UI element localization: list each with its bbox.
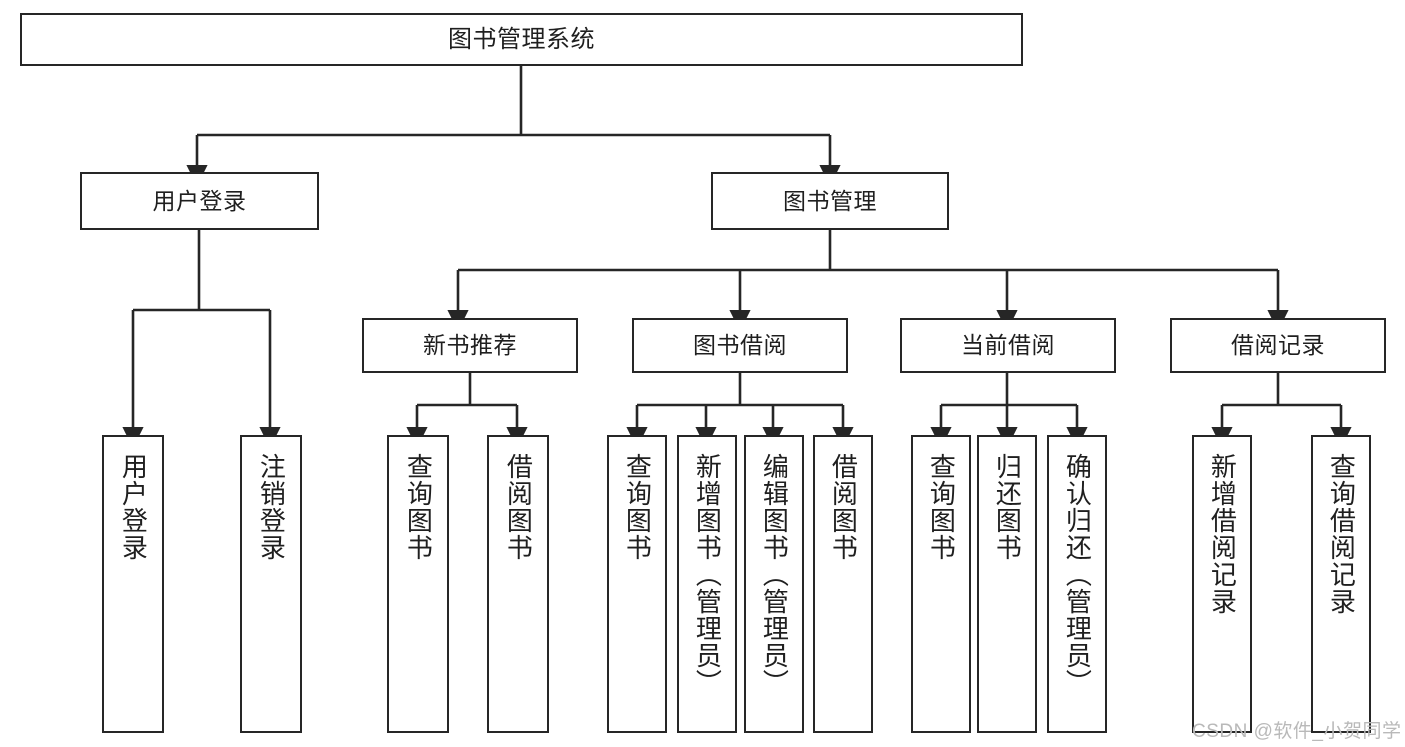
leaf-current-borrow-return[interactable]: 归还图书 [977,435,1037,733]
leaf-user-login-login[interactable]: 用户登录 [102,435,164,733]
node-label: 新书推荐 [423,332,517,359]
leaf-borrow-record-add[interactable]: 新增借阅记录 [1192,435,1252,733]
node-label: 图书管理 [783,187,877,214]
node-label: 确认归还（管理员） [1062,453,1093,696]
node-book-management[interactable]: 图书管理 [711,172,949,230]
leaf-book-borrow-add-admin[interactable]: 新增图书（管理员） [677,435,737,733]
node-label: 借阅图书 [828,453,859,561]
node-label: 图书借阅 [693,332,787,359]
leaf-current-borrow-confirm-admin[interactable]: 确认归还（管理员） [1047,435,1107,733]
node-book-borrow[interactable]: 图书借阅 [632,318,848,373]
leaf-book-borrow-edit-admin[interactable]: 编辑图书（管理员） [744,435,804,733]
node-user-login[interactable]: 用户登录 [80,172,319,230]
leaf-user-login-logout[interactable]: 注销登录 [240,435,302,733]
leaf-book-borrow-borrow[interactable]: 借阅图书 [813,435,873,733]
node-label: 图书管理系统 [448,25,595,53]
node-label: 新增借阅记录 [1207,453,1238,615]
node-label: 查询图书 [622,453,653,561]
node-label: 编辑图书（管理员） [759,453,790,696]
leaf-new-book-query[interactable]: 查询图书 [387,435,449,733]
leaf-new-book-borrow[interactable]: 借阅图书 [487,435,549,733]
node-new-book-recommend[interactable]: 新书推荐 [362,318,578,373]
node-label: 用户登录 [118,453,149,561]
node-label: 注销登录 [256,453,287,561]
node-current-borrow[interactable]: 当前借阅 [900,318,1116,373]
node-label: 新增图书（管理员） [692,453,723,696]
node-label: 查询图书 [926,453,957,561]
node-label: 用户登录 [152,187,247,214]
node-root-book-management-system[interactable]: 图书管理系统 [20,13,1023,66]
csdn-watermark: CSDN @软件_小贺同学 [1192,721,1402,742]
node-label: 借阅图书 [503,453,534,561]
node-label: 归还图书 [992,453,1023,561]
leaf-current-borrow-query[interactable]: 查询图书 [911,435,971,733]
node-label: 当前借阅 [961,332,1055,359]
leaf-book-borrow-query[interactable]: 查询图书 [607,435,667,733]
leaf-borrow-record-query[interactable]: 查询借阅记录 [1311,435,1371,733]
node-label: 借阅记录 [1231,332,1325,359]
node-label: 查询图书 [403,453,434,561]
node-label: 查询借阅记录 [1326,453,1357,615]
node-borrow-record[interactable]: 借阅记录 [1170,318,1386,373]
